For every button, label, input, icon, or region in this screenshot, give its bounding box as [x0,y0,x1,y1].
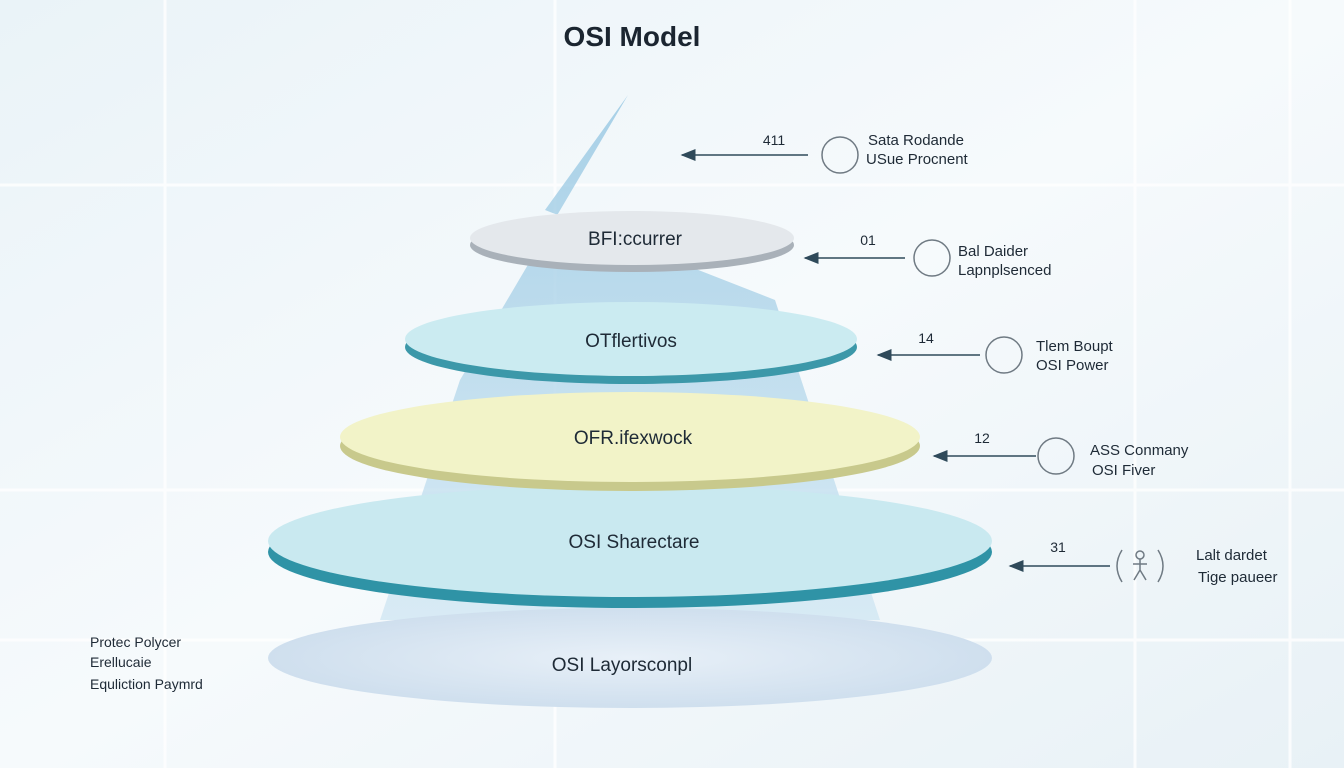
layer-5: OSI Layorsconpl [268,608,992,708]
callout-4: 12 ASS Conmany OSI Fiver [932,430,1189,479]
callout-4-line1: ASS Conmany [1090,442,1189,459]
layer-4-label: OSI Sharectare [569,532,700,553]
callout-4-line2: OSI Fiver [1092,462,1155,479]
layer-4: OSI Sharectare [268,485,992,608]
callout-4-number: 12 [974,430,990,446]
layer-1-label: BFI:ccurrer [588,229,683,250]
callout-3: 14 Tlem Boupt OSI Power [876,330,1114,374]
side-note-line-2: Erellucaie [90,654,152,670]
callout-3-line1: Tlem Boupt [1036,338,1114,355]
layer-1: BFI:ccurrer [470,211,794,272]
side-note-line-3: Equliction Paymrd [90,676,203,692]
callout-1-line2: USue Procnent [866,151,969,168]
callout-1-number: 411 [763,132,786,148]
callout-1-line1: Sata Rodande [868,132,964,149]
callout-2-number: 01 [860,232,876,248]
layer-3-label: OFR.ifexwock [574,428,693,449]
layer-4-disc [268,485,992,597]
callout-5: 31 Lalt dardet Tige paueer [1008,539,1278,586]
circle-icon [1037,437,1075,475]
callout-3-number: 14 [918,330,934,346]
layer-5-disc [268,608,992,708]
layer-2-label: OTflertivos [585,331,677,352]
layer-1-disc [470,211,794,265]
callout-1: 411 Sata Rodande USue Procnent [680,132,969,174]
circle-icon [985,336,1023,374]
circle-icon [913,239,951,277]
callout-3-line2: OSI Power [1036,357,1109,374]
layer-2: OTflertivos [405,302,857,384]
callout-5-number: 31 [1050,539,1066,555]
callout-2-line1: Bal Daider [958,243,1028,260]
layer-3: OFR.ifexwock [340,392,920,491]
person-icon [1116,549,1164,583]
callout-5-line2: Tige paueer [1198,569,1278,586]
callout-2: 01 Bal Daider Lapnplsenced [803,232,1051,279]
diagram-title: OSI Model [564,21,701,52]
layer-3-disc [340,392,920,482]
callout-2-line2: Lapnplsenced [958,262,1051,279]
side-note-line-1: Protec Polycer [90,634,181,650]
circle-icon [821,136,859,174]
layer-5-label: OSI Layorsconpl [552,655,692,676]
layer-2-disc [405,302,857,376]
side-note: Protec Polycer Erellucaie Equliction Pay… [90,634,203,692]
callout-5-line1: Lalt dardet [1196,547,1268,564]
